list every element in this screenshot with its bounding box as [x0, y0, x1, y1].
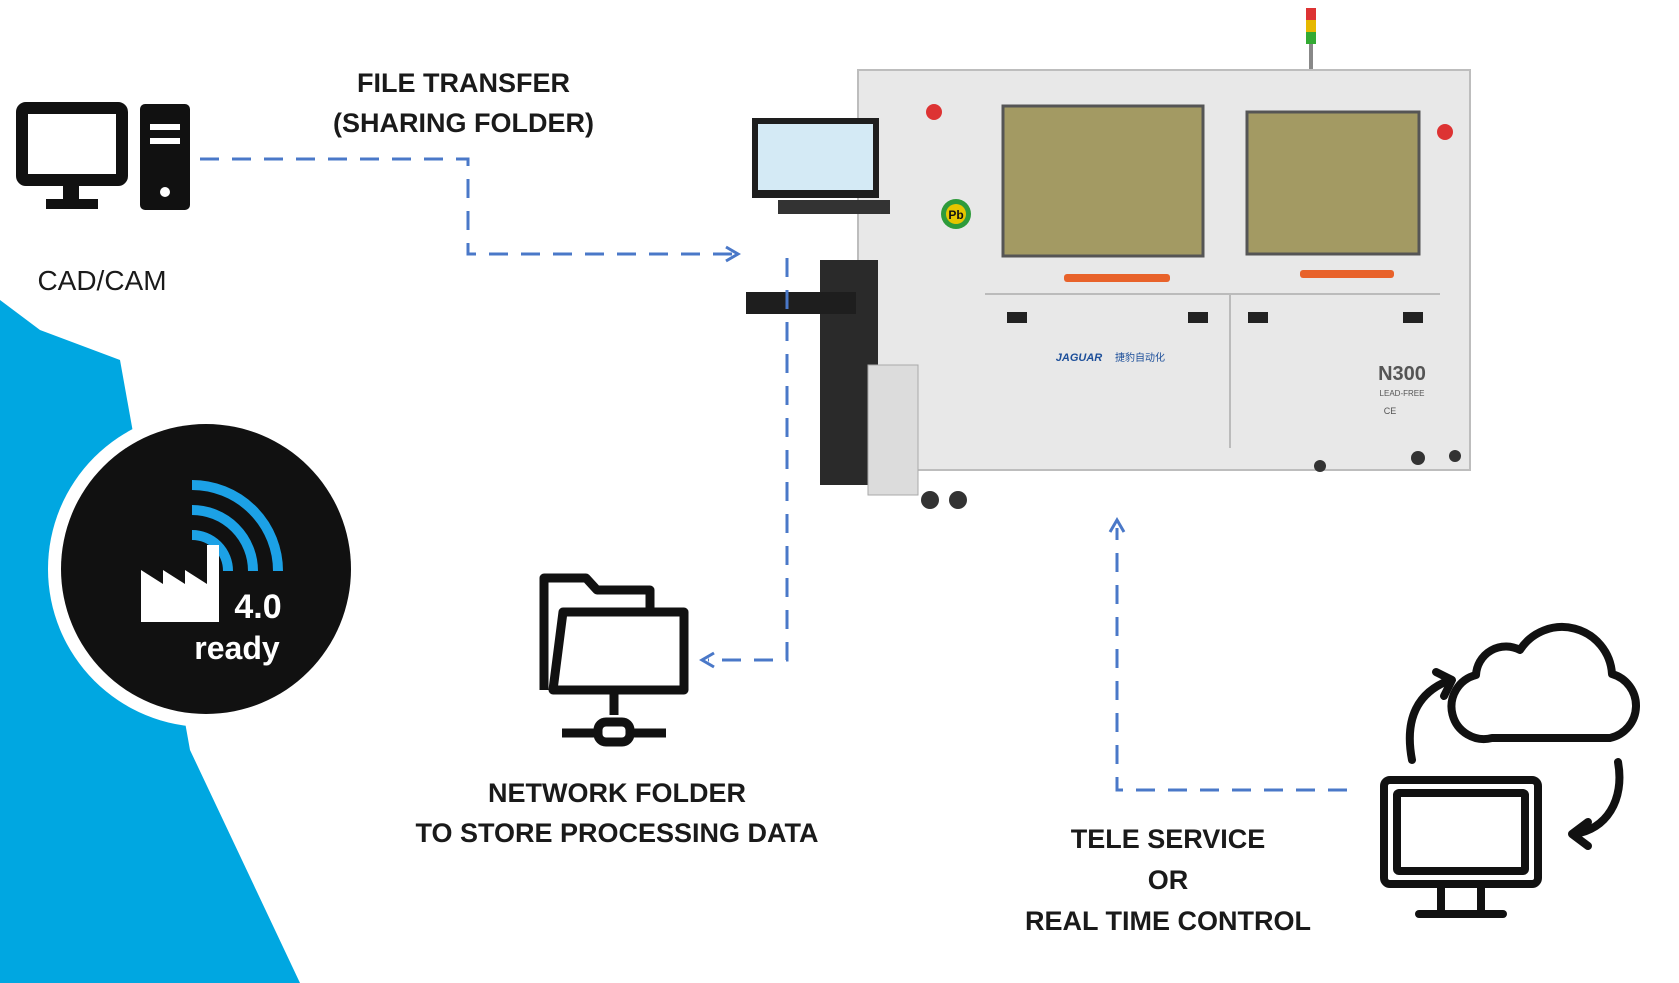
network-folder-line-1: NETWORK FOLDER	[488, 778, 746, 808]
desktop-computer-icon	[16, 102, 190, 210]
machine-model: N300	[1378, 363, 1426, 385]
badge-version: 4.0	[234, 588, 281, 626]
badge-status: ready	[194, 630, 280, 666]
tele-service-line-3: REAL TIME CONTROL	[1025, 906, 1311, 936]
network-folder-line-2: TO STORE PROCESSING DATA	[415, 818, 819, 848]
file-transfer-line-1: FILE TRANSFER	[357, 68, 570, 98]
soldering-machine: Pb JAGUAR 捷豹自动化 N300 LEAD-FREE CE	[746, 8, 1471, 509]
machine-lead-free: LEAD-FREE	[1380, 389, 1425, 398]
arrowheads	[699, 245, 1126, 669]
connector-network-folder	[708, 258, 789, 662]
cad-cam-label: CAD/CAM	[37, 265, 167, 296]
industry-4-badge: 4.0 ready	[48, 411, 364, 727]
cloud-sync-icon	[1380, 623, 1640, 918]
arrowhead-network-folder	[699, 651, 715, 669]
arrowhead-file-transfer	[725, 245, 741, 263]
network-folder-label: NETWORK FOLDER TO STORE PROCESSING DATA	[401, 773, 833, 853]
tele-service-label: TELE SERVICE OR REAL TIME CONTROL	[1008, 819, 1328, 942]
file-transfer-line-2: (SHARING FOLDER)	[333, 108, 594, 138]
factory-icon	[141, 545, 219, 622]
connector-file-transfer	[200, 157, 732, 256]
tele-service-line-2: OR	[1147, 865, 1189, 895]
arrowhead-tele-service	[1108, 517, 1126, 533]
network-folder-icon	[539, 573, 689, 747]
machine-ce-mark: CE	[1384, 406, 1397, 416]
tele-service-line-1: TELE SERVICE	[1070, 824, 1266, 854]
machine-brand: JAGUAR	[1056, 352, 1103, 364]
connector-tele-service	[1115, 528, 1347, 792]
machine-brand-cn: 捷豹自动化	[1115, 351, 1165, 364]
pb-mark: Pb	[948, 208, 963, 222]
connector-lines	[200, 157, 1347, 792]
file-transfer-label: FILE TRANSFER (SHARING FOLDER)	[332, 63, 595, 143]
